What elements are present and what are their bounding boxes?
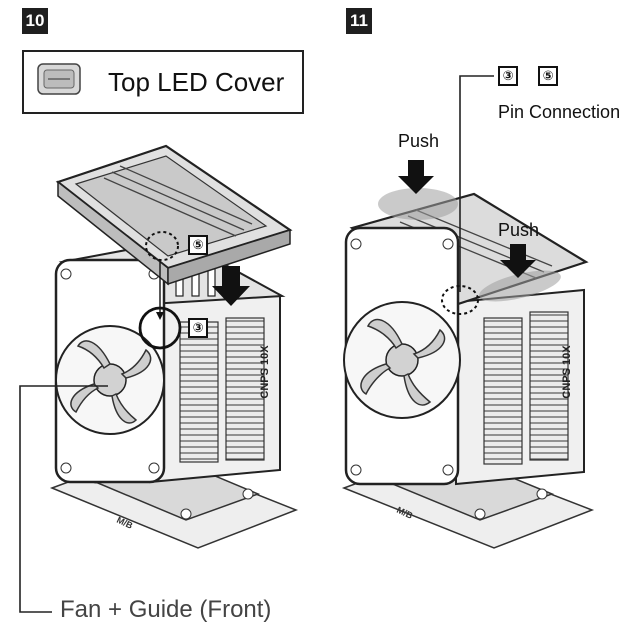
push-area-right <box>479 270 561 302</box>
step-number-10: 10 <box>22 8 48 34</box>
step-number-11: 11 <box>346 8 372 34</box>
pin-connection-leader <box>459 75 494 292</box>
down-arrow-icon <box>500 244 536 278</box>
pin-marker-three-right: ③ <box>498 66 518 86</box>
fan-hub-right <box>385 343 419 377</box>
legend-title: Top LED Cover <box>108 67 285 97</box>
down-arrow-icon <box>398 160 434 194</box>
pin-connection-label: Pin Connection <box>498 102 621 122</box>
fan-guide-label: Fan + Guide (Front) <box>60 596 272 623</box>
down-arrow-icon <box>212 266 250 306</box>
push-label-left: Push <box>398 131 440 151</box>
pin-marker-three-left: ③ <box>188 318 208 338</box>
brand-print-left: CNPS 10X <box>259 345 271 399</box>
cooler-assembly-left: CNPS 10X M/B <box>49 238 299 549</box>
brand-print-right: CNPS 10X <box>561 345 573 399</box>
pin-marker-five-right: ⑤ <box>538 66 558 86</box>
fan-blades-left <box>70 340 152 424</box>
fan-label-leader <box>19 385 108 613</box>
push-area-left <box>378 188 458 220</box>
push-label-right: Push <box>498 220 540 240</box>
pin-marker-five-left: ⑤ <box>188 235 208 255</box>
connector-highlight-left <box>138 306 182 350</box>
fan-hub-left <box>93 363 127 397</box>
cooler-assembly-right: CNPS 10X M/B <box>341 188 595 549</box>
fan-blades-right <box>360 318 446 406</box>
top-led-cover-left <box>55 144 293 286</box>
